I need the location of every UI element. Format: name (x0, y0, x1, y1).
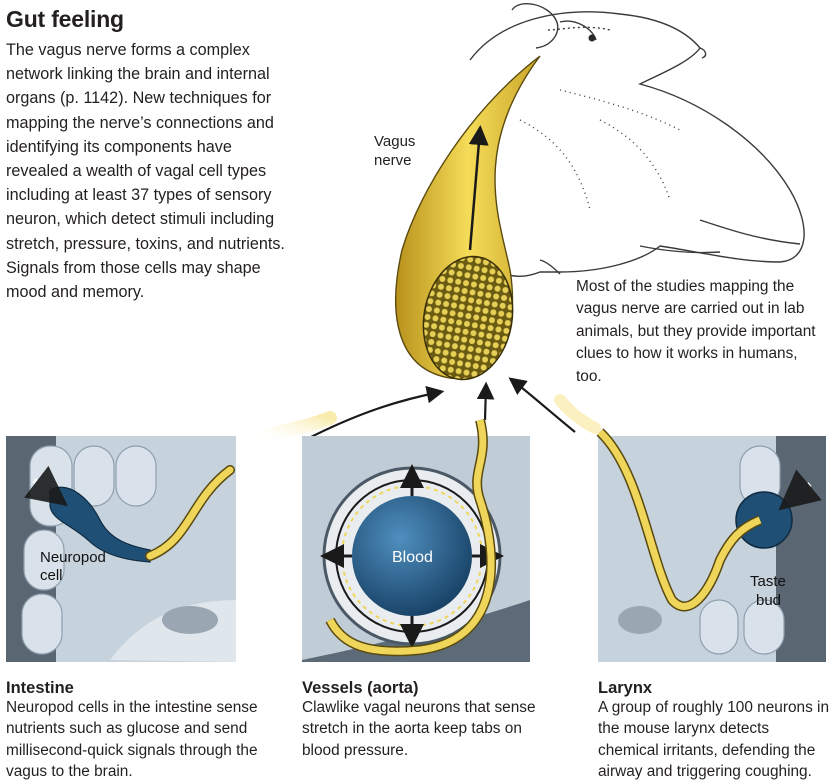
mouse-illustration (469, 2, 805, 277)
nerve-cross-section (422, 255, 514, 381)
vessels-panel (302, 418, 530, 662)
upward-arrow (468, 125, 489, 251)
vessels-caption: Clawlike vagal neurons that sense stretc… (302, 699, 536, 759)
blood-vessel (352, 496, 472, 616)
larynx-heading: Larynx (598, 679, 653, 697)
larynx-caption: A group of roughly 100 neurons in the mo… (598, 699, 830, 781)
page-title: Gut feeling (6, 6, 124, 32)
vessels-heading: Vessels (aorta) (302, 679, 419, 697)
taste-bud (735, 491, 793, 549)
intro-text: The vagus nerve forms a complex network … (6, 41, 285, 302)
neuropod-label-line2: cell (40, 567, 63, 584)
taste-bud-label-line2: bud (756, 592, 782, 609)
intestine-heading: Intestine (6, 679, 74, 697)
vagus-label-line1: Vagus (374, 133, 416, 150)
neuropod-label-line1: Neuropod (40, 549, 106, 566)
vagus-label-line2: nerve (374, 152, 412, 169)
larynx-panel (596, 428, 826, 662)
intestine-caption: Neuropod cells in the intestine sense nu… (6, 699, 258, 781)
mouse-note: Most of the studies mapping the vagus ne… (576, 278, 816, 385)
taste-bud-label-line1: Taste (750, 573, 786, 590)
vagus-nerve-large (395, 55, 541, 381)
signal-arrows (304, 377, 576, 441)
neuropod-cell (49, 486, 151, 563)
blood-label: Blood (392, 549, 433, 566)
intestine-panel (6, 436, 236, 662)
